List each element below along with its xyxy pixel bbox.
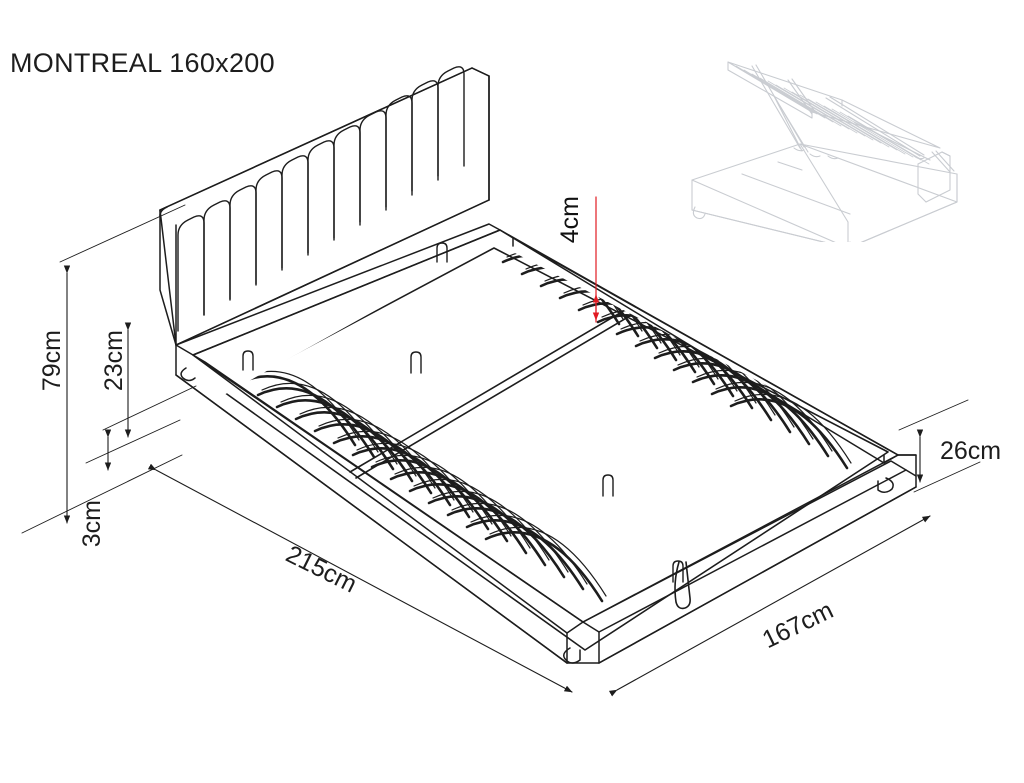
inset-open-storage-view (691, 61, 958, 242)
foot-left (563, 647, 581, 664)
dim-line-215 (147, 463, 573, 693)
dimension-lines (21, 204, 981, 697)
dimension-label-height-total: 79cm (38, 330, 66, 392)
dimension-label-ground-clearance: 3cm (78, 500, 106, 548)
foot-head (180, 367, 196, 382)
dimension-label-frame-to-slats: 23cm (100, 330, 128, 392)
dimension-label-slat-thickness: 4cm (556, 196, 584, 244)
foot-right (877, 477, 894, 493)
page-title: MONTREAL 160x200 (10, 48, 275, 78)
dim-line-167 (608, 515, 931, 697)
headboard-channels (177, 66, 465, 332)
dimension-label-frame-height: 26cm (940, 437, 1002, 465)
headboard (159, 67, 490, 346)
